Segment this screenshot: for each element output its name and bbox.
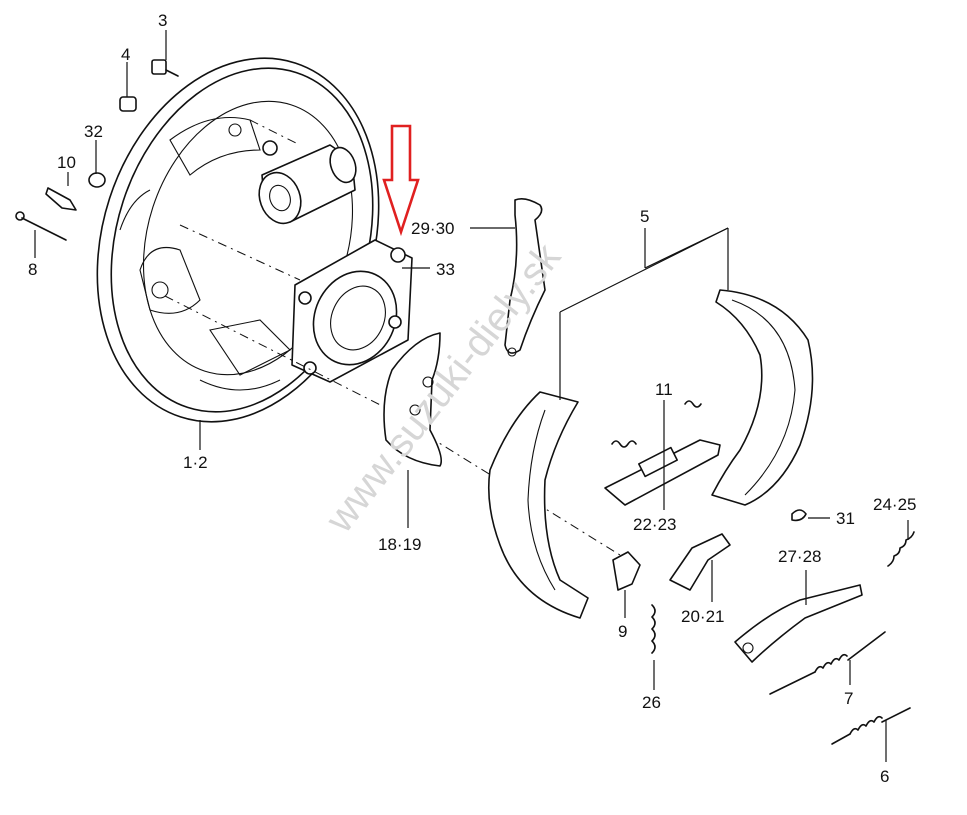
axis-line [164,295,411,421]
highlight-arrow [382,124,420,237]
callout-33: 33 [436,260,455,279]
callout-11: 11 [655,380,673,399]
axis-line [249,119,301,146]
callout-4: 4 [121,45,130,64]
callout-3: 3 [158,11,167,30]
lever-27-28 [734,584,863,663]
callout-6: 6 [880,767,889,786]
axis-line [179,224,301,281]
parking-lever [504,198,546,357]
callout-29-30: 29·30 [411,219,454,238]
adjuster [604,439,721,506]
callout-7: 7 [844,689,853,708]
brake-shoe-right [711,289,814,506]
callout-1-2: 1·2 [183,453,208,472]
wheel-cylinder [258,140,357,225]
callout-9: 9 [618,622,627,641]
callout-8: 8 [28,260,37,279]
bolt-10 [45,187,77,211]
spring-7 [769,631,886,695]
callout-10: 10 [57,153,76,172]
bolt-3 [151,59,179,77]
nut-4 [119,96,137,112]
strut-20-21 [669,533,731,591]
spring-11-b [684,400,702,408]
spring-11-a [611,440,637,448]
nut-32 [88,172,106,188]
backing-plate [96,57,380,423]
callout-22-23: 22·23 [633,515,676,534]
spring-26 [651,604,656,654]
callout-31: 31 [836,509,855,528]
leader-lines [34,30,909,762]
brake-shoe-left [487,391,589,619]
callout-20-21: 20·21 [681,607,724,626]
callout-32: 32 [84,122,103,141]
callout-27-28: 27·28 [778,547,821,566]
callout-5: 5 [640,207,649,226]
spring-24-25 [887,531,915,567]
clip-9 [612,551,641,591]
shoe-plate [383,332,443,467]
hub-bearing [291,239,413,383]
pin-8 [15,211,67,241]
callout-24-25: 24·25 [873,495,916,514]
clip-31 [791,509,807,522]
callout-18-19: 18·19 [378,535,421,554]
callout-26: 26 [642,693,661,712]
spring-6 [831,707,911,745]
